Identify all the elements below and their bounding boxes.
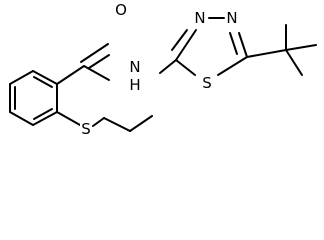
- ring-sulfur-label: S: [202, 74, 212, 92]
- chemical-structure-diagram: O N H N N S S: [9, 1, 317, 138]
- tert-butyl-group: [246, 24, 317, 76]
- s1-c2-bond: [175, 59, 196, 76]
- amide-nitrogen-label: N: [129, 58, 140, 76]
- ring-n4-label: N: [226, 9, 237, 27]
- amide-thiadiazole-bond: [159, 59, 177, 74]
- n4-c5-bond: [238, 32, 248, 58]
- aryl-carbonyl-bond: [56, 65, 85, 85]
- carbonyl-bond-1: [80, 43, 109, 63]
- amide-group: [56, 43, 177, 85]
- ethylthio-group: [56, 111, 153, 132]
- c5-s1-bond: [217, 56, 248, 76]
- thioether-sulfur-label: S: [81, 120, 91, 138]
- thiadiazole-ring: [171, 17, 248, 76]
- carbonyl-bond-2: [88, 54, 110, 69]
- c2-n3-double-bond: [171, 29, 188, 51]
- carbonyl-amide-bond: [83, 65, 110, 81]
- ring-n3-label: N: [194, 9, 205, 27]
- n4-c5-double-bond: [229, 32, 238, 55]
- benzene-ring: [9, 70, 58, 126]
- atom-labels: O N H N N S S: [80, 1, 239, 138]
- c2-n3-bond: [175, 29, 197, 61]
- amide-hydrogen-label: H: [129, 76, 140, 94]
- oxygen-label: O: [115, 1, 127, 19]
